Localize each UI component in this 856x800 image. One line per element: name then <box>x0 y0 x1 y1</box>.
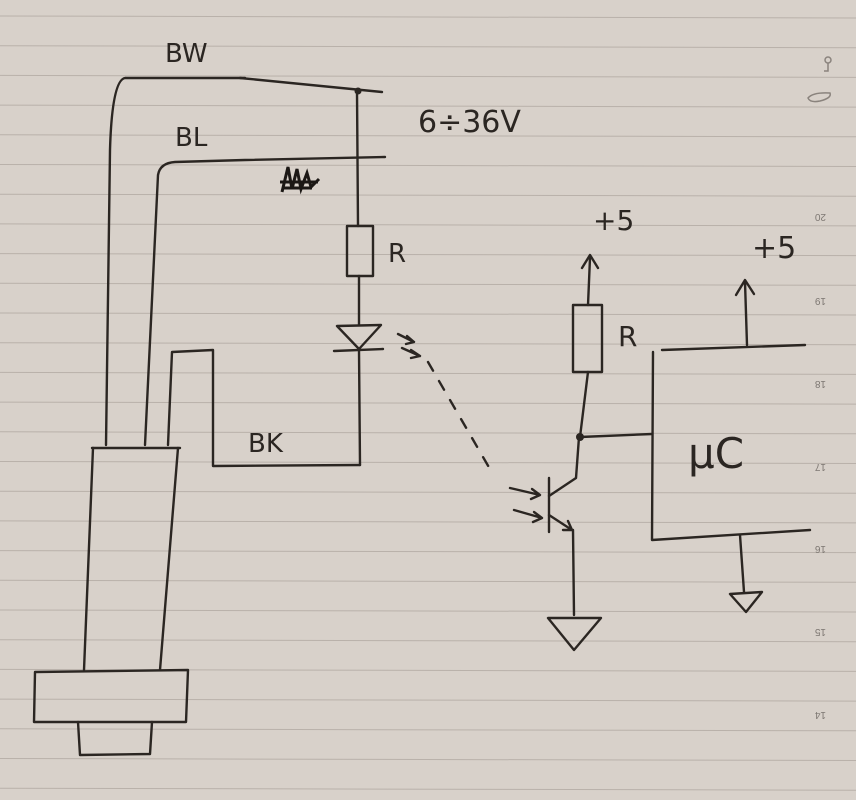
notebook-rule <box>0 223 856 227</box>
phototransistor-icon <box>508 435 581 617</box>
page-number: 18 <box>814 378 826 389</box>
mcu-supply-wire <box>734 278 756 347</box>
wire-brown <box>104 76 247 447</box>
notebook-rule <box>0 520 856 524</box>
notebook-rule <box>0 15 856 19</box>
wire-brown-label: BW <box>165 39 208 69</box>
notebook-rule <box>0 461 856 464</box>
notebook-rule <box>0 401 856 405</box>
optical-path-dashed <box>426 360 496 478</box>
notebook-rule <box>0 282 856 286</box>
page-number: 15 <box>814 626 826 637</box>
notebook-rule <box>0 164 856 167</box>
ground-icon <box>728 590 764 614</box>
sensor-body <box>32 446 190 757</box>
page-number: 17 <box>814 461 826 472</box>
notebook-rule <box>0 550 856 554</box>
notebook-rule <box>0 698 856 702</box>
pullup-resistor <box>571 303 604 374</box>
page-number: 16 <box>814 543 826 554</box>
wire-black <box>166 348 362 468</box>
mcu-supply-label: +5 <box>752 231 796 266</box>
notebook-rule <box>0 193 856 197</box>
notebook-rule <box>0 639 856 643</box>
wire-blue-label: BL <box>175 123 208 153</box>
notebook-rules <box>0 15 856 791</box>
notebook-rule <box>0 134 856 138</box>
led-wire <box>355 90 362 467</box>
page-number: 19 <box>814 295 826 306</box>
ring-binder-marks <box>807 56 832 103</box>
notebook-rule <box>0 253 856 257</box>
notebook-rule <box>0 609 856 613</box>
notebook-rule <box>0 787 856 791</box>
wire-blue <box>143 155 387 447</box>
microcontroller-label: μC <box>688 429 744 478</box>
notebook-rule <box>0 758 856 761</box>
notebook-rule <box>0 728 856 732</box>
page-number: 14 <box>814 709 826 720</box>
supply-arrow-icon <box>580 253 600 270</box>
led-resistor <box>345 224 375 278</box>
mcu-ground-wire <box>738 533 746 594</box>
notebook-rule <box>0 579 856 583</box>
output-wire <box>578 432 654 439</box>
pullup-wire <box>578 256 592 439</box>
notebook-rule <box>0 431 856 435</box>
page-number: 20 <box>814 211 826 222</box>
page-numbers: 20 19 18 17 16 15 14 <box>814 211 826 720</box>
led-resistor-label: R <box>388 239 406 269</box>
notebook-rule <box>0 104 856 108</box>
wire-black-label: BK <box>248 429 284 459</box>
pullup-resistor-label: R <box>618 320 637 353</box>
ground-icon <box>546 616 603 652</box>
microcontroller-box <box>650 343 812 542</box>
notebook-rule <box>0 490 856 494</box>
notebook-rule <box>0 371 856 375</box>
notebook-rule <box>0 312 856 316</box>
led-diode-icon <box>332 323 385 353</box>
supply-label: 6÷36V <box>418 105 521 140</box>
notebook-rule <box>0 45 856 49</box>
light-emission-icon <box>396 332 422 360</box>
notebook-rule <box>0 342 856 346</box>
scribble-mark <box>280 166 321 195</box>
pullup-supply-label: +5 <box>593 204 634 237</box>
notebook-rule <box>0 74 856 78</box>
